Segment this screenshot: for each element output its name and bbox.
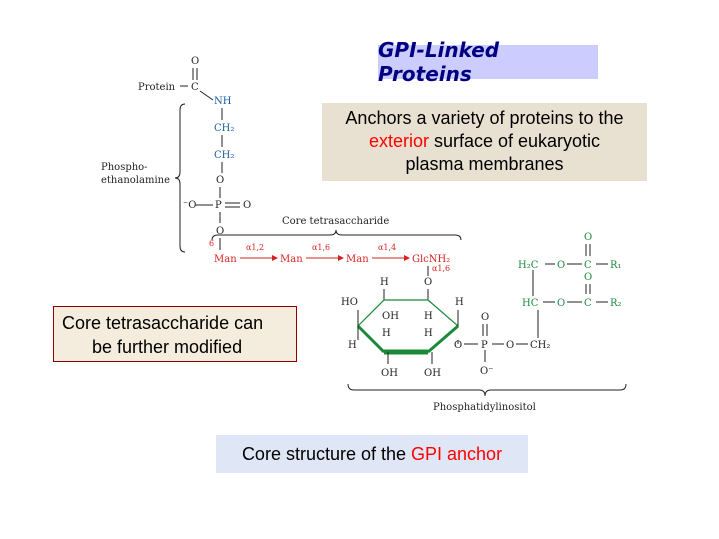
gly-o2: O bbox=[557, 298, 565, 309]
phosphatidylinositol-bracket: Phosphatidylinositol bbox=[347, 383, 627, 413]
anchor-line-2-rest: surface of eukaryotic bbox=[428, 131, 601, 151]
ring-o: O bbox=[424, 277, 432, 288]
gly-o2-top: O bbox=[584, 272, 592, 283]
carbonyl-o: O bbox=[191, 56, 199, 67]
p2-o-right: O bbox=[506, 340, 514, 351]
anchor-description-box: Anchors a variety of proteins to the ext… bbox=[322, 103, 647, 181]
ring-h-left: H bbox=[348, 340, 357, 351]
caption-prefix: Core structure of the bbox=[241, 443, 412, 464]
p2-o-left: O bbox=[454, 340, 462, 351]
gly-o1: O bbox=[557, 260, 565, 271]
ring-oh-top: OH bbox=[382, 311, 399, 322]
o-minus: ⁻O bbox=[183, 200, 196, 211]
slide-title: GPI-Linked Proteins bbox=[378, 38, 500, 86]
mannose-3: Man bbox=[346, 254, 369, 265]
anchor-line-1: Anchors a variety of proteins to the bbox=[345, 108, 624, 128]
ch2-a: CH₂ bbox=[214, 123, 234, 134]
core-tetra-label: Core tetrasaccharide bbox=[282, 216, 389, 227]
phosphatidylinositol-label: Phosphatidylinositol bbox=[433, 402, 536, 413]
link-2: α1,6 bbox=[312, 243, 330, 252]
p-oxygen: O bbox=[243, 200, 251, 211]
gly-c2: C bbox=[584, 298, 592, 309]
gly-h2c: H₂C bbox=[518, 260, 539, 271]
anchor-line-3: plasma membranes bbox=[405, 154, 564, 174]
core-note-line-2: be further modified bbox=[92, 337, 243, 357]
anchor-line-2: exterior surface of eukaryotic bbox=[322, 130, 647, 153]
o-link: O bbox=[216, 175, 224, 186]
ring-ho: HO bbox=[341, 297, 358, 308]
phosphorus: P bbox=[215, 200, 222, 211]
glucosamine: GlcNH₂ bbox=[412, 254, 450, 265]
title-box: GPI-Linked Proteins bbox=[378, 38, 598, 86]
ch2-b: CH₂ bbox=[214, 150, 234, 161]
ring-oh-bl: OH bbox=[381, 368, 398, 379]
mannose-1: Man bbox=[214, 254, 237, 265]
caption-box: Core structure of the GPI anchor bbox=[216, 435, 528, 473]
protein-label: Protein bbox=[138, 82, 176, 93]
p2-o-top: O bbox=[481, 312, 489, 323]
inositol-ring: O H HO H OH H H H H OH OH bbox=[341, 277, 464, 379]
gly-r1: R₁ bbox=[610, 260, 622, 271]
exterior-highlight: exterior bbox=[368, 131, 429, 151]
ring-h-mid: H bbox=[424, 311, 433, 322]
p2-ch2: CH₂ bbox=[530, 340, 550, 351]
ring-h-top: H bbox=[380, 277, 389, 288]
p2-o-minus: O⁻ bbox=[480, 366, 493, 377]
gly-o1-top: O bbox=[584, 232, 592, 243]
ring-oh-br: OH bbox=[424, 368, 441, 379]
core-note-line-1: Core tetrasaccharide can bbox=[62, 313, 264, 333]
link-4: α1,6 bbox=[432, 264, 450, 273]
position-six: 6 bbox=[209, 239, 214, 248]
link-3: α1,4 bbox=[378, 243, 396, 252]
o-bottom: O bbox=[216, 226, 224, 237]
diacylglycerol: H₂C O C O R₁ HC O C O R₂ bbox=[518, 232, 622, 309]
gly-r2: R₂ bbox=[610, 298, 622, 309]
ring-h-r: H bbox=[424, 328, 433, 339]
gly-c1: C bbox=[584, 260, 592, 271]
ethanolamine-chain: Protein O C NH CH₂ CH₂ O Phospho- ethano… bbox=[101, 56, 251, 253]
core-tetrasaccharide: Core tetrasaccharide Man α1,2 Man α1,6 M… bbox=[211, 216, 462, 276]
inositol-phosphate: O P O O⁻ O CH₂ bbox=[454, 310, 550, 377]
core-note-box: Core tetrasaccharide can be further modi… bbox=[53, 306, 297, 362]
carbonyl-c: C bbox=[191, 82, 199, 93]
ring-h-right: H bbox=[455, 297, 464, 308]
nh-group: NH bbox=[214, 96, 232, 107]
link-1: α1,2 bbox=[246, 243, 264, 252]
ring-h-l: H bbox=[382, 328, 391, 339]
p2-phosphorus: P bbox=[481, 340, 488, 351]
phospho-label-2: ethanolamine bbox=[101, 175, 170, 186]
gly-hc: HC bbox=[522, 298, 539, 309]
phospho-label-1: Phospho- bbox=[101, 162, 148, 173]
mannose-2: Man bbox=[280, 254, 303, 265]
caption-highlight: GPI anchor bbox=[411, 443, 503, 464]
